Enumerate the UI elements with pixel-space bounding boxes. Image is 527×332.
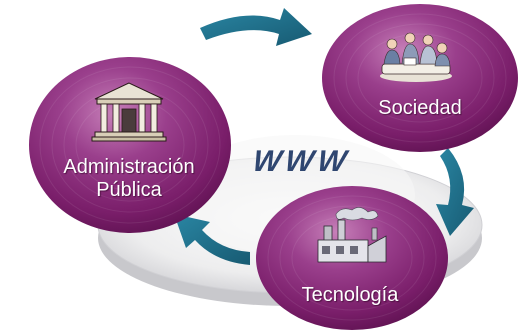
government-building-icon xyxy=(91,82,167,142)
node-administracion xyxy=(29,57,231,233)
node-label-sociedad: Sociedad xyxy=(378,97,462,119)
node-label-tecnologia: Tecnología xyxy=(301,284,399,306)
arrow-top xyxy=(200,8,312,46)
center-label-www: WWW xyxy=(250,145,353,178)
arrow-right xyxy=(436,148,474,236)
node-label-administracion-line1: Administración xyxy=(63,156,195,178)
factory-icon xyxy=(317,207,387,263)
node-label-administracion-line2: Pública xyxy=(96,179,162,201)
people-meeting-icon xyxy=(380,32,452,82)
node-label-administracion: Administración Pública xyxy=(34,156,224,202)
arrow-left xyxy=(174,214,250,265)
